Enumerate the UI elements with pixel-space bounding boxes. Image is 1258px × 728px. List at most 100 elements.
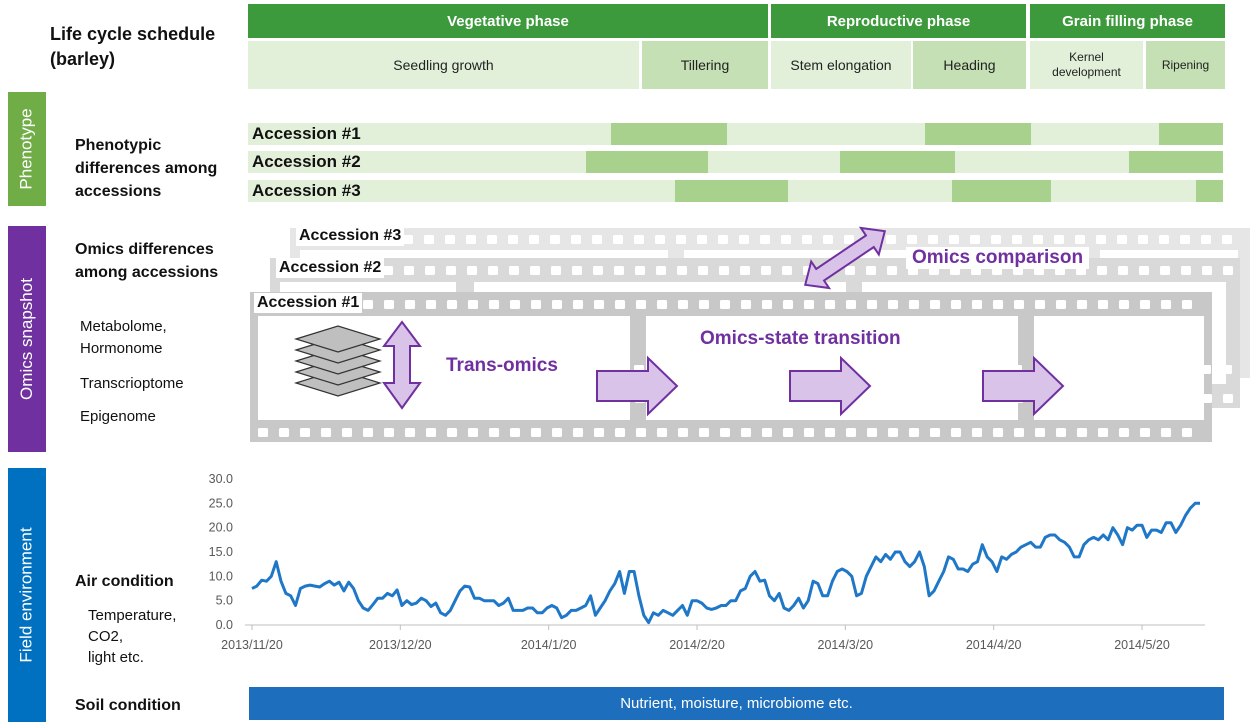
film-perforation <box>1096 235 1106 244</box>
film-perforation <box>488 394 498 403</box>
film-perforation <box>909 428 919 437</box>
transition-arrow-2 <box>789 355 872 417</box>
soil-condition-label: Soil condition <box>75 697 181 714</box>
accession-1-name: Accession #1 <box>252 124 361 143</box>
film-perforation <box>1222 235 1232 244</box>
film-perforation <box>1202 266 1212 275</box>
film-perforation <box>993 428 1003 437</box>
film-perforation <box>825 300 835 309</box>
film-perforation <box>571 365 581 374</box>
film-perforation <box>510 300 520 309</box>
film-perforation <box>1182 428 1192 437</box>
film-perforation <box>781 235 791 244</box>
film-perforation <box>1160 266 1170 275</box>
film-perforation <box>299 394 309 403</box>
film-perforation <box>1117 235 1127 244</box>
film-perforation <box>1055 394 1065 403</box>
film-perforation <box>531 428 541 437</box>
film-perforation <box>1202 394 1212 403</box>
x-tick-label: 2014/5/20 <box>1114 638 1170 652</box>
film-perforation <box>1054 235 1064 244</box>
film-perforation <box>613 235 623 244</box>
film-perforation <box>636 300 646 309</box>
film-perforation <box>1096 365 1106 374</box>
omics-sidebar: Omics snapshot <box>8 226 46 452</box>
film-perforation <box>382 365 392 374</box>
film-perforation <box>1140 300 1150 309</box>
film-perforation <box>466 365 476 374</box>
film-perforation <box>972 428 982 437</box>
film-perforation <box>740 394 750 403</box>
film-perforation <box>1161 300 1171 309</box>
film-perforation <box>762 428 772 437</box>
x-tick-label: 2013/11/20 <box>221 638 283 652</box>
film-perforation <box>802 235 812 244</box>
film-perforation <box>529 365 539 374</box>
transition-arrow-3 <box>982 355 1065 417</box>
film-perforation <box>1201 235 1211 244</box>
film-perforation <box>573 300 583 309</box>
film-perforation <box>741 428 751 437</box>
film-perforation <box>929 394 939 403</box>
film-perforation <box>804 300 814 309</box>
film-perforation <box>699 428 709 437</box>
y-tick-label: 15.0 <box>209 545 233 559</box>
film-perforation <box>487 365 497 374</box>
film-perforation <box>1076 394 1086 403</box>
film-perforation <box>1056 300 1066 309</box>
film-perforation <box>1118 394 1128 403</box>
film-perforation <box>907 365 917 374</box>
film-perforation <box>363 300 373 309</box>
film-perforation <box>403 235 413 244</box>
film-perforation <box>867 300 877 309</box>
film-perforation <box>447 300 457 309</box>
film-perforation <box>657 300 667 309</box>
film-perforation <box>908 394 918 403</box>
film-perforation <box>761 266 771 275</box>
film-accession-2-label: Accession #2 <box>276 258 385 278</box>
stage-stem-elongation: Stem elongation <box>771 41 911 89</box>
film-perforation <box>782 266 792 275</box>
trans-omics-label: Trans-omics <box>446 355 558 376</box>
film-perforation <box>594 300 604 309</box>
y-tick-label: 5.0 <box>216 594 233 608</box>
film-perforation <box>888 428 898 437</box>
film-perforation <box>677 394 687 403</box>
film-perforation <box>930 428 940 437</box>
film-perforation <box>508 365 518 374</box>
film-perforation <box>614 266 624 275</box>
film-perforation <box>739 365 749 374</box>
omics-layer-epigenome: Epigenome <box>80 408 156 425</box>
film-perforation <box>446 266 456 275</box>
film-perforation <box>888 300 898 309</box>
film-perforation <box>636 428 646 437</box>
film-perforation <box>425 394 435 403</box>
film-perforation <box>867 428 877 437</box>
film-perforation <box>447 428 457 437</box>
omics-label: Omics differences among accessions <box>75 241 219 281</box>
film-perforation <box>1223 266 1233 275</box>
film-perforation <box>615 300 625 309</box>
film-perforation <box>677 266 687 275</box>
omics-state-transition-label: Omics-state transition <box>700 328 901 349</box>
film-perforation <box>1159 365 1169 374</box>
film-perforation <box>1180 235 1190 244</box>
x-tick-label: 2014/2/20 <box>669 638 725 652</box>
phenotype-sidebar: Phenotype <box>8 92 46 206</box>
film-perforation <box>950 394 960 403</box>
film-perforation <box>530 266 540 275</box>
phase-vegetative: Vegetative phase <box>248 4 768 38</box>
film-perforation <box>949 235 959 244</box>
film-perforation <box>720 428 730 437</box>
film-perforation <box>823 235 833 244</box>
chart-y-ticks: 0.05.010.015.020.025.030.0 <box>209 472 233 632</box>
film-perforation <box>655 235 665 244</box>
stage-seedling-growth: Seedling growth <box>248 41 639 89</box>
film-perforation <box>550 235 560 244</box>
film-perforation <box>1054 365 1064 374</box>
film-perforation <box>1035 300 1045 309</box>
film-perforation <box>972 300 982 309</box>
film-perforation <box>341 394 351 403</box>
film-perforation <box>551 266 561 275</box>
